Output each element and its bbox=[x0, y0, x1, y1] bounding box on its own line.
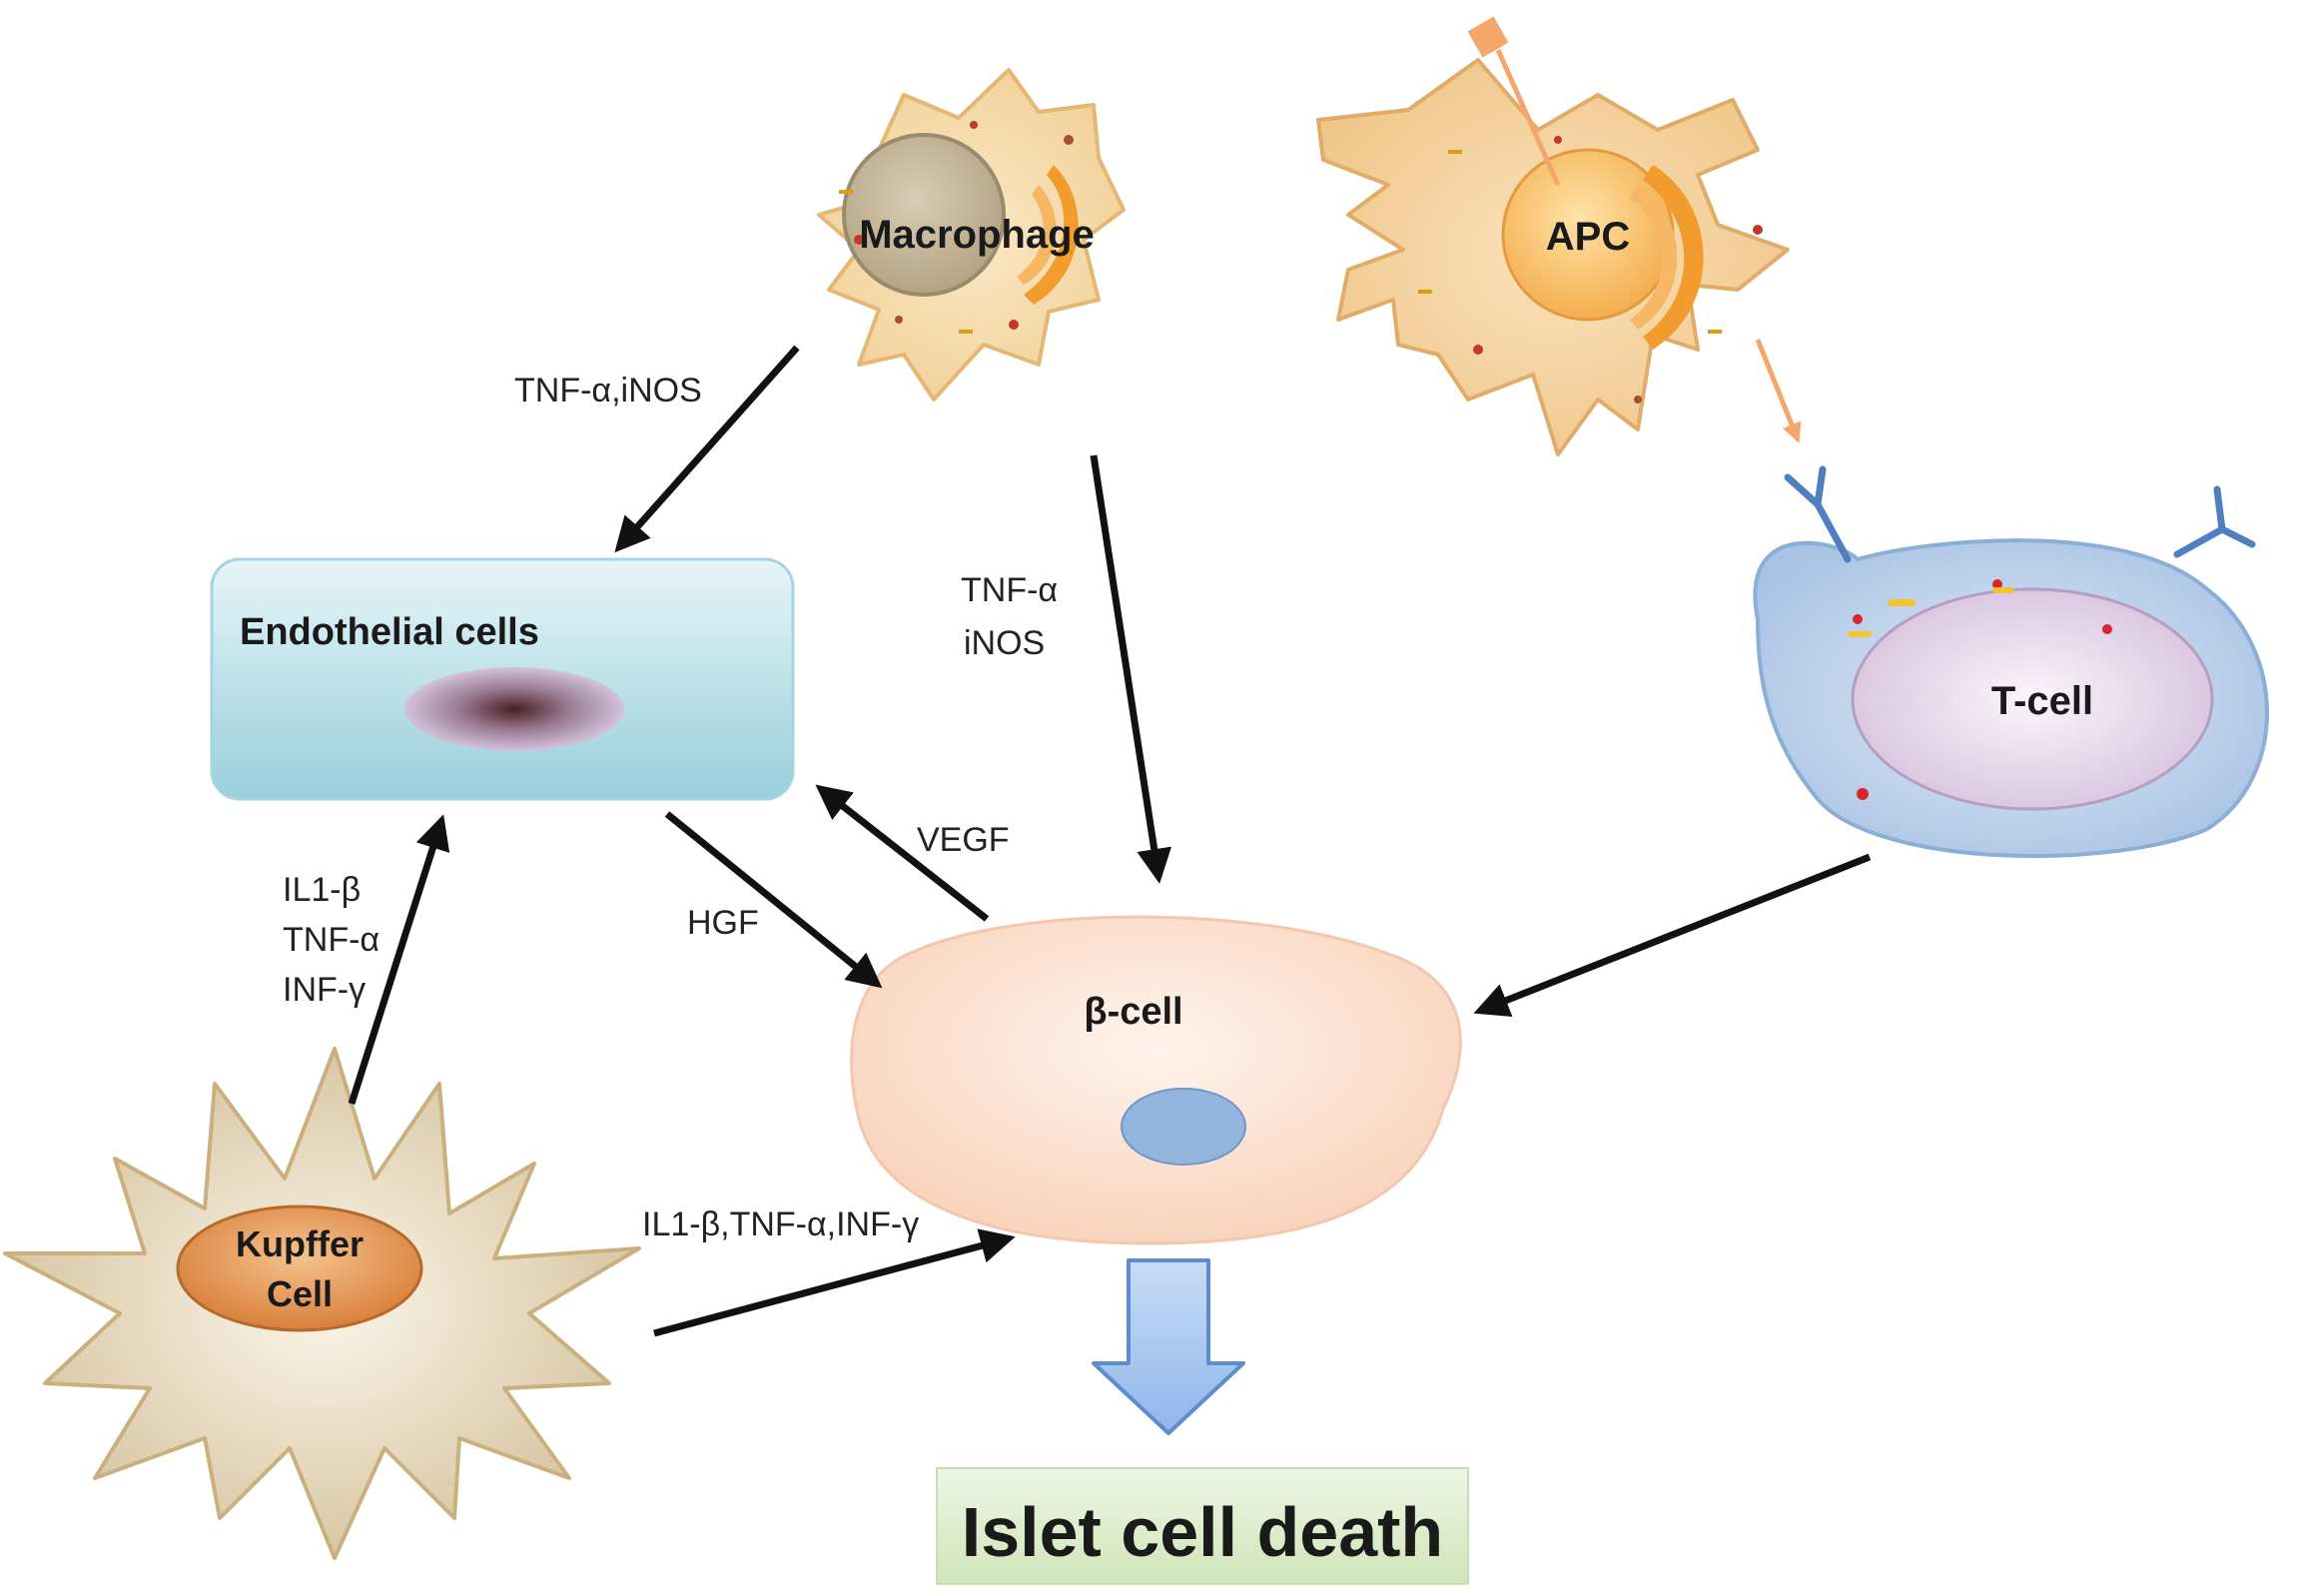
arrow-beta-to-endothelial bbox=[815, 784, 990, 922]
label-endothelial-to-beta: HGF bbox=[687, 904, 759, 942]
label-macrophage-to-endothelial: TNF-α,iNOS bbox=[514, 372, 702, 409]
apc-label: APC bbox=[1546, 215, 1630, 259]
arrow-endothelial-to-beta bbox=[664, 811, 883, 989]
result-box bbox=[936, 1467, 1469, 1585]
arrow-kupffer-to-beta bbox=[653, 1228, 1016, 1337]
arrow-kupffer-to-endothelial bbox=[348, 814, 450, 1106]
arrows bbox=[348, 345, 1872, 1337]
endothelial-cell bbox=[210, 557, 795, 801]
label-beta-to-endothelial: VEGF bbox=[917, 821, 1010, 859]
beta-cell-label: β-cell bbox=[1084, 991, 1182, 1033]
kupffer-label-line2: Cell bbox=[267, 1273, 333, 1314]
label-macrophage-to-beta-2: iNOS bbox=[964, 624, 1045, 662]
macrophage-label: Macrophage bbox=[859, 213, 1095, 257]
arrow-macrophage-to-endothelial bbox=[614, 345, 800, 553]
beta-cell bbox=[850, 915, 1462, 1245]
label-kupffer-to-endothelial-1: IL1-β bbox=[283, 871, 361, 909]
macrophage-cell bbox=[817, 68, 1126, 401]
label-kupffer-to-endothelial-3: INF-γ bbox=[283, 971, 366, 1009]
label-macrophage-to-beta-1: TNF-α bbox=[961, 571, 1058, 609]
t-cell bbox=[1753, 465, 2269, 859]
kupffer-label-line1: Kupffer bbox=[236, 1223, 364, 1264]
kupffer-cell bbox=[3, 1047, 641, 1560]
label-kupffer-to-beta: IL1-β,TNF-α,INF-γ bbox=[642, 1205, 919, 1243]
down-arrow bbox=[1092, 1258, 1245, 1435]
label-kupffer-to-endothelial-2: TNF-α bbox=[283, 921, 380, 959]
endothelial-label: Endothelial cells bbox=[240, 611, 539, 653]
t-cell-label: T-cell bbox=[1991, 679, 2093, 723]
arrow-tcell-to-beta bbox=[1473, 853, 1872, 1017]
result-label: Islet cell death bbox=[962, 1493, 1443, 1571]
arrow-macrophage-to-beta bbox=[1090, 454, 1172, 884]
apc-cell bbox=[1316, 16, 1802, 456]
